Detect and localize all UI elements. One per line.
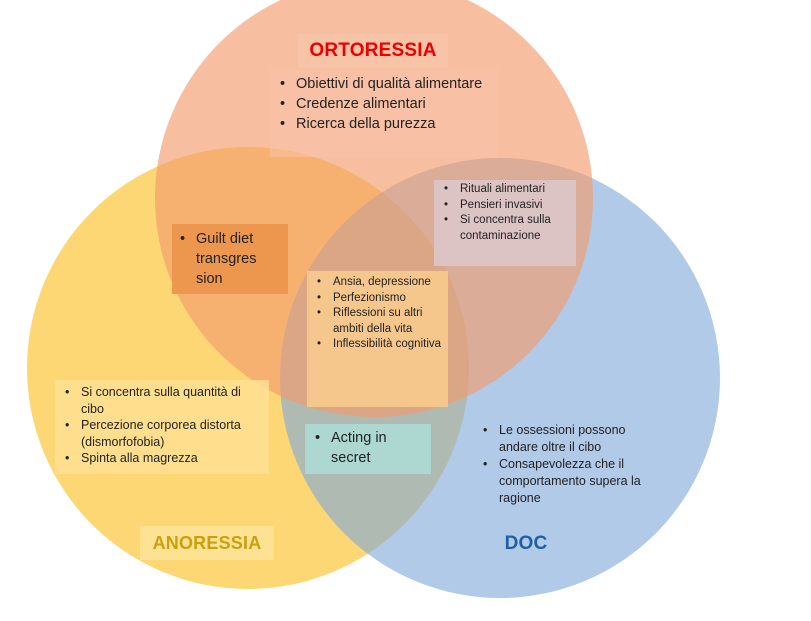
list-item: Si concentra sulla contaminazione bbox=[440, 213, 570, 244]
doc-title: DOC bbox=[504, 533, 548, 554]
list-item: Spinta alla magrezza bbox=[61, 450, 263, 467]
list-item: Perfezionismo bbox=[313, 291, 442, 307]
list-item: Ricerca della purezza bbox=[276, 114, 492, 134]
ortoressia-anoressia-list: Guilt diet transgres sion bbox=[172, 224, 288, 294]
list-item: Consapevolezza che il comportamento supe… bbox=[479, 456, 657, 507]
list-item: Percezione corporea distorta (dismorfofo… bbox=[61, 417, 263, 450]
list-item: Si concentra sulla quantità di cibo bbox=[61, 384, 263, 417]
ortoressia-title: ORTORESSIA bbox=[298, 34, 448, 68]
ortoressia-doc-list: Rituali alimentariPensieri invasiviSi co… bbox=[434, 180, 576, 266]
anoressia-title: ANORESSIA bbox=[140, 526, 274, 560]
list-item: Riflessioni su altri ambiti della vita bbox=[313, 306, 442, 337]
all-three-list: Ansia, depressionePerfezionismoRiflessio… bbox=[307, 271, 448, 407]
list-item: Rituali alimentari bbox=[440, 182, 570, 198]
list-item: Pensieri invasivi bbox=[440, 198, 570, 214]
anoressia-doc-list: Acting in secret bbox=[305, 424, 431, 474]
list-item: Acting in secret bbox=[311, 428, 425, 468]
list-item: Inflessibilità cognitiva bbox=[313, 337, 442, 353]
anoressia-list: Si concentra sulla quantità di ciboPerce… bbox=[55, 380, 269, 474]
doc-list: Le ossessioni possono andare oltre il ci… bbox=[473, 420, 663, 512]
list-item: Guilt diet transgres sion bbox=[176, 229, 271, 289]
list-item: Le ossessioni possono andare oltre il ci… bbox=[479, 422, 657, 456]
ortoressia-list: Obiettivi di qualità alimentareCredenze … bbox=[270, 69, 498, 157]
list-item: Ansia, depressione bbox=[313, 275, 442, 291]
list-item: Credenze alimentari bbox=[276, 94, 492, 114]
list-item: Obiettivi di qualità alimentare bbox=[276, 74, 492, 94]
